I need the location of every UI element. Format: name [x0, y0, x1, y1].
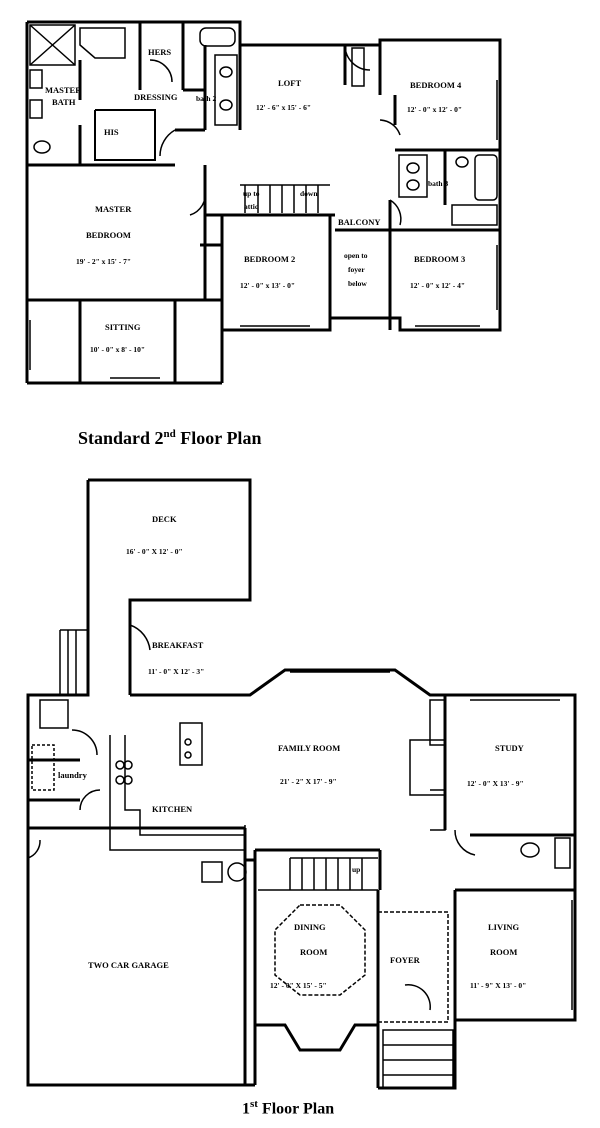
label-dressing: DRESSING [134, 92, 178, 102]
first-floor-labels: DECK 16' - 0" X 12' - 0" BREAKFAST 11' -… [58, 514, 526, 990]
second-floor-caption-sup: nd [163, 428, 176, 440]
second-floor-caption: Standard 2nd Floor Plan [78, 428, 261, 449]
label-his: HIS [104, 127, 119, 137]
label-loft-dim: 12' - 6" x 15' - 6" [256, 103, 311, 112]
label-deck-dim: 16' - 0" X 12' - 0" [126, 547, 183, 556]
label-living-1: LIVING [488, 922, 520, 932]
label-living-2: ROOM [490, 947, 517, 957]
label-bath3: bath 3 [428, 179, 448, 188]
label-family-room-dim: 21' - 2" X 17' - 9" [280, 777, 337, 786]
label-bedroom4: BEDROOM 4 [410, 80, 462, 90]
label-master-bedroom-dim: 19' - 2" x 15' - 7" [76, 257, 131, 266]
label-hers: HERS [148, 47, 171, 57]
label-bedroom4-dim: 12' - 0" x 12' - 0" [407, 105, 462, 114]
label-master-bedroom-1: MASTER [95, 204, 132, 214]
label-breakfast-dim: 11' - 0" X 12' - 3" [148, 667, 204, 676]
label-master-bath-1: MASTER [45, 85, 82, 95]
label-breakfast: BREAKFAST [152, 640, 204, 650]
second-floor-labels: HERS MASTER BATH DRESSING bath 2 HIS LOF… [45, 47, 465, 354]
label-family-room: FAMILY ROOM [278, 743, 340, 753]
label-kitchen: KITCHEN [152, 804, 193, 814]
label-loft: LOFT [278, 78, 301, 88]
first-floor-caption-text-2: Floor Plan [257, 1100, 335, 1118]
label-dining-1: DINING [294, 922, 326, 932]
first-floor-caption-sup: st [250, 1098, 258, 1110]
label-dining-2: ROOM [300, 947, 327, 957]
label-open-1: open to [344, 251, 368, 260]
label-bath2: bath 2 [196, 94, 216, 103]
first-floor-fixtures [27, 624, 573, 1089]
label-attic: attic [244, 202, 259, 211]
first-floor-caption: 1st Floor Plan [242, 1098, 334, 1118]
label-laundry: laundry [58, 770, 88, 780]
label-sitting-dim: 10' - 0" x 8' - 10" [90, 345, 145, 354]
label-living-dim: 11' - 9" X 13' - 0" [470, 981, 526, 990]
label-bedroom3: BEDROOM 3 [414, 254, 465, 264]
label-deck: DECK [152, 514, 177, 524]
second-floor-fixtures [29, 24, 498, 379]
label-study-dim: 12' - 0" X 13' - 9" [467, 779, 524, 788]
label-foyer: FOYER [390, 955, 421, 965]
label-open-2: foyer [348, 265, 365, 274]
label-two-car-garage: TWO CAR GARAGE [88, 960, 169, 970]
label-bedroom2: BEDROOM 2 [244, 254, 295, 264]
label-study: STUDY [495, 743, 524, 753]
label-bedroom3-dim: 12' - 0" x 12' - 4" [410, 281, 465, 290]
second-floor-walls [25, 20, 502, 385]
first-floor-caption-text: 1 [242, 1100, 250, 1118]
label-up-to: up to [243, 189, 260, 198]
label-master-bedroom-2: BEDROOM [86, 230, 131, 240]
label-up: up [352, 865, 360, 874]
label-open-3: below [348, 279, 367, 288]
second-floor-caption-text: Standard 2 [78, 428, 164, 448]
label-down: down [300, 189, 318, 198]
label-dining-dim: 12' - 0" X 15' - 5" [270, 981, 327, 990]
label-master-bath-2: BATH [52, 97, 76, 107]
label-bedroom2-dim: 12' - 0" x 13' - 0" [240, 281, 295, 290]
second-floor-caption-text-2: Floor Plan [175, 428, 262, 448]
label-balcony: BALCONY [338, 217, 381, 227]
label-sitting: SITTING [105, 322, 141, 332]
